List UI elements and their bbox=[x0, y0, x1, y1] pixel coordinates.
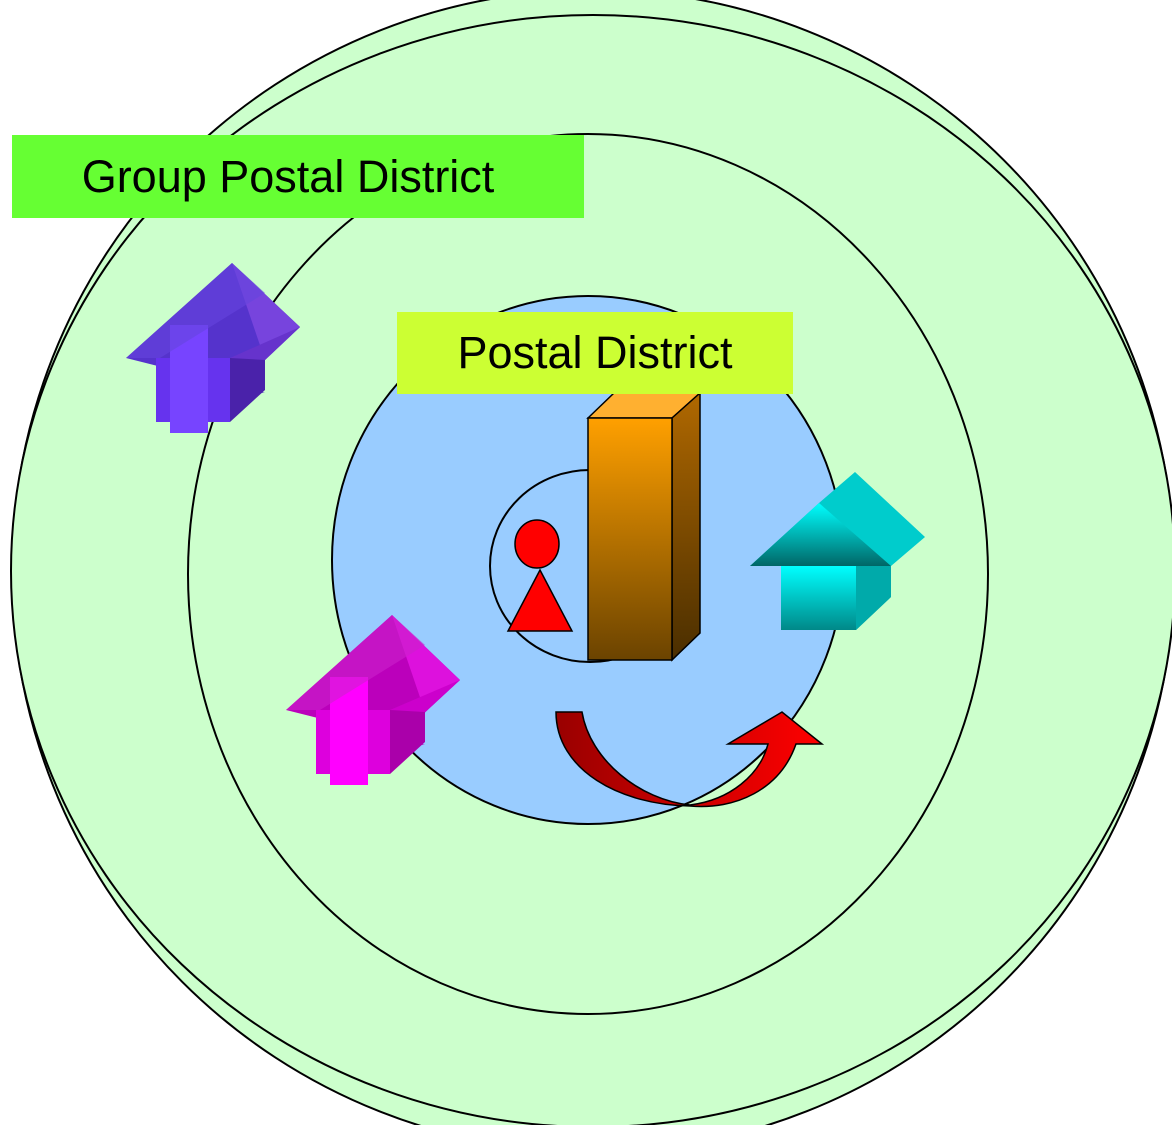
house-icon-purple bbox=[126, 263, 300, 433]
person-icon bbox=[506, 519, 574, 632]
postal-tower-icon bbox=[586, 391, 702, 662]
house-icon-magenta bbox=[286, 615, 460, 785]
postal-district-label: Postal District bbox=[397, 312, 793, 394]
house-icon-cyan bbox=[750, 472, 925, 630]
group-postal-district-label: Group Postal District bbox=[12, 135, 584, 218]
curved-arrow-icon bbox=[555, 711, 825, 808]
